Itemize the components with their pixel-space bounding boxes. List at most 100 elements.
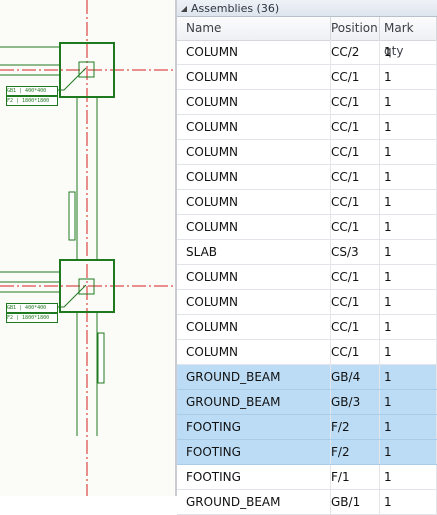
cell-name: FOOTING [182,440,331,464]
assemblies-title: Assemblies (36) [191,1,280,15]
cell-name: COLUMN [182,265,331,289]
cell-name: COLUMN [182,115,331,139]
cell-position: CC/1 [327,90,380,114]
cell-mark-qty: 1 [380,440,437,464]
model-drawing-view[interactable]: GB1 | 400*400 F2 | 1800*1800 GB1 | 400*4… [0,0,175,496]
cell-name: COLUMN [182,65,331,89]
cell-position: CC/1 [327,290,380,314]
cell-name: COLUMN [182,165,331,189]
annotation-label: F2 | 1800*1800 [6,96,58,106]
collapse-triangle-icon[interactable]: ◢ [180,3,188,13]
cell-position: CC/1 [327,115,380,139]
cell-position: GB/1 [327,490,380,514]
cell-name: COLUMN [182,340,331,364]
cell-name: COLUMN [182,315,331,339]
cell-name: COLUMN [182,290,331,314]
column-upper[interactable] [78,61,95,78]
cell-name: COLUMN [182,190,331,214]
cell-mark-qty: 1 [380,340,437,364]
cell-name: COLUMN [182,90,331,114]
cell-name: FOOTING [182,415,331,439]
column-header-name[interactable]: Name [182,17,331,40]
annotation-label: GB1 | 400*400 [6,86,58,96]
cell-mark-qty: 1 [380,390,437,414]
cell-name: COLUMN [182,40,331,64]
cell-position: CC/2 [327,40,380,64]
ground-beam-lower[interactable] [0,271,60,293]
column-header-mark-qty[interactable]: Mark qty [380,17,437,58]
cell-name: GROUND_BEAM [182,365,331,389]
cell-mark-qty: 1 [380,490,437,514]
cell-name: GROUND_BEAM [182,490,331,514]
cell-mark-qty: 1 [380,240,437,264]
footing-lower[interactable] [59,259,115,313]
cell-position: F/2 [327,440,380,464]
cell-position: CC/1 [327,340,380,364]
cell-position: CC/1 [327,165,380,189]
cell-position: CC/1 [327,315,380,339]
panel-splitter[interactable] [175,0,177,496]
cell-name: SLAB [182,240,331,264]
cell-mark-qty: 1 [380,415,437,439]
cell-position: F/1 [327,465,380,489]
drawing-canvas[interactable] [0,0,175,496]
cell-mark-qty: 1 [380,315,437,339]
column-header-position[interactable]: Position [327,17,380,40]
cell-mark-qty: 1 [380,265,437,289]
column-lower[interactable] [78,278,95,295]
cell-position: CC/1 [327,265,380,289]
cell-mark-qty: 1 [380,40,437,64]
cell-position: CC/1 [327,215,380,239]
cell-name: COLUMN [182,215,331,239]
cell-mark-qty: 1 [380,65,437,89]
ground-beam-vertical[interactable] [76,97,98,436]
cell-mark-qty: 1 [380,190,437,214]
cell-name: FOOTING [182,465,331,489]
ground-beam-upper[interactable] [0,46,60,76]
cell-position: GB/4 [327,365,380,389]
cell-mark-qty: 1 [380,90,437,114]
cell-mark-qty: 1 [380,115,437,139]
cell-position: GB/3 [327,390,380,414]
column-header-row: Name Position Mark qty [177,17,437,58]
cell-position: CC/1 [327,65,380,89]
cell-position: F/2 [327,415,380,439]
cell-mark-qty: 1 [380,290,437,314]
annotation-label: GB1 | 400*400 [6,303,58,313]
footing-upper[interactable] [59,42,115,98]
assemblies-header[interactable]: ◢ Assemblies (36) [177,0,437,17]
cell-mark-qty: 1 [380,465,437,489]
cell-name: GROUND_BEAM [182,390,331,414]
cell-mark-qty: 1 [380,215,437,239]
cell-position: CC/1 [327,140,380,164]
cell-mark-qty: 1 [380,140,437,164]
assemblies-panel: ◢ Assemblies (36) Name Position Mark qty… [177,0,437,515]
beam-mark-vertical [68,191,76,241]
cell-position: CC/1 [327,190,380,214]
annotation-label: F2 | 1800*1800 [6,313,58,323]
cell-name: COLUMN [182,140,331,164]
beam-mark-vertical [97,332,105,384]
cell-position: CS/3 [327,240,380,264]
cell-mark-qty: 1 [380,165,437,189]
